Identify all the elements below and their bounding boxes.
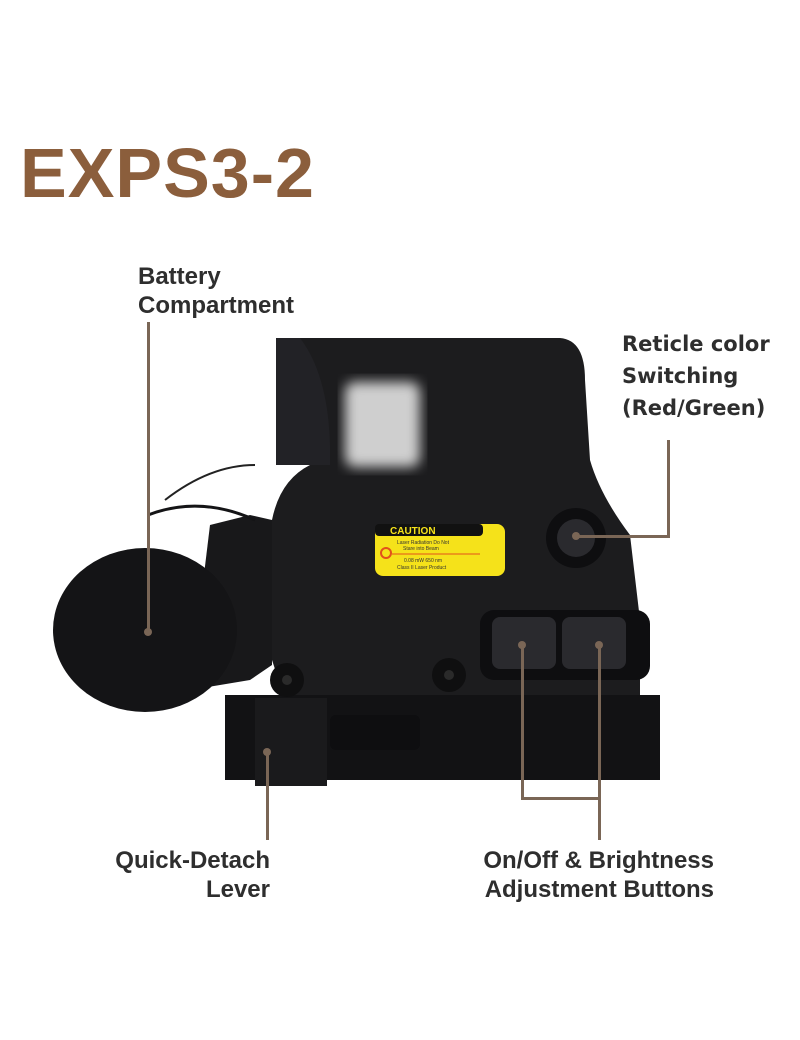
reticle-callout-line-h bbox=[578, 535, 670, 538]
buttons-callout-line-left bbox=[521, 645, 524, 800]
svg-text:0.08 mW 650 nm: 0.08 mW 650 nm bbox=[404, 558, 442, 564]
label-line: Switching bbox=[622, 364, 739, 388]
holographic-sight-image: CAUTION Laser Radiation Do Not Stare int… bbox=[53, 338, 660, 786]
battery-compartment-label: Battery Compartment bbox=[138, 262, 294, 320]
label-line: Compartment bbox=[138, 292, 295, 319]
quick-detach-lever-label: Quick-Detach Lever bbox=[92, 846, 270, 904]
label-line: Lever bbox=[205, 876, 270, 903]
buttons-callout-dot bbox=[595, 641, 603, 649]
lever-callout-line bbox=[266, 752, 269, 840]
label-line: Reticle color bbox=[622, 332, 770, 356]
buttons-callout-line-right bbox=[598, 645, 601, 840]
label-line: (Red/Green) bbox=[622, 396, 766, 420]
battery-callout-line bbox=[147, 322, 150, 632]
product-title: EXPS3-2 bbox=[20, 134, 315, 212]
label-line: Battery bbox=[138, 263, 221, 290]
label-line: On/Off & Brightness bbox=[483, 847, 714, 874]
svg-text:Laser Radiation Do Not: Laser Radiation Do Not bbox=[397, 540, 450, 546]
buttons-callout-dot bbox=[518, 641, 526, 649]
battery-callout-dot bbox=[144, 628, 152, 636]
svg-text:CAUTION: CAUTION bbox=[390, 526, 436, 537]
reticle-switch-label: Reticle color Switching (Red/Green) bbox=[622, 328, 770, 424]
buttons-callout-line-h bbox=[521, 797, 601, 800]
svg-text:Class II Laser Product: Class II Laser Product bbox=[397, 565, 447, 571]
reticle-callout-line bbox=[667, 440, 670, 537]
label-line: Quick-Detach bbox=[115, 847, 270, 874]
lever-callout-dot bbox=[263, 748, 271, 756]
label-line: Adjustment Buttons bbox=[484, 876, 714, 903]
brightness-buttons-label: On/Off & Brightness Adjustment Buttons bbox=[446, 846, 714, 904]
svg-text:Stare into Beam: Stare into Beam bbox=[403, 546, 439, 552]
caution-sticker: CAUTION Laser Radiation Do Not Stare int… bbox=[375, 524, 505, 576]
reticle-callout-dot bbox=[572, 532, 580, 540]
